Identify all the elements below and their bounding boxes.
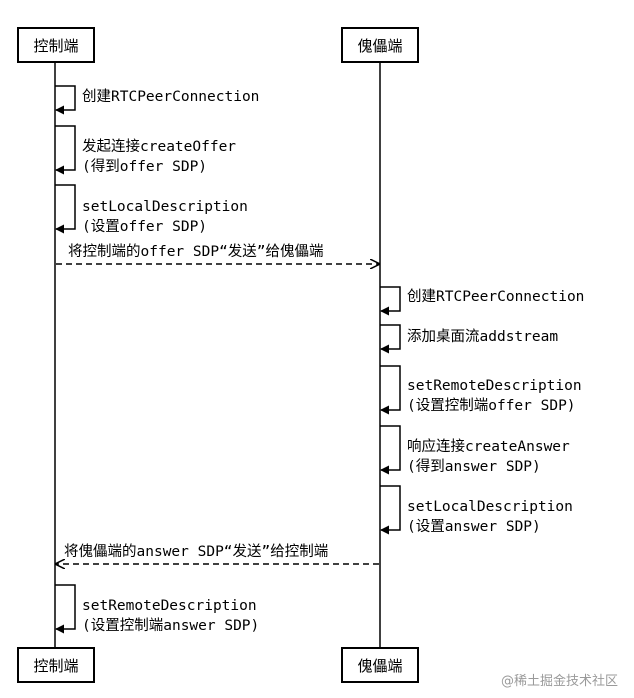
participant-right-bottom-label: 傀儡端 — [357, 657, 402, 675]
participant-left-bottom: 控制端 — [17, 647, 95, 683]
message-text: (设置控制端answer SDP) — [82, 617, 259, 634]
message-self-left-create-peer: 创建RTCPeerConnection — [55, 85, 259, 115]
message-self-left-create-offer: 发起连接createOffer (得到offer SDP) — [55, 125, 236, 175]
message-text: (得到answer SDP) — [407, 458, 541, 475]
message-text: setLocalDescription — [407, 499, 573, 515]
participant-left-bottom-label: 控制端 — [33, 657, 78, 675]
message-text: 将控制端的offer SDP“发送”给傀儡端 — [68, 243, 324, 260]
message-text: 发起连接createOffer — [82, 138, 236, 155]
message-self-left-set-local: setLocalDescription (设置offer SDP) — [55, 184, 248, 235]
message-text: 将傀儡端的answer SDP“发送”给控制端 — [64, 543, 328, 560]
message-self-left-set-remote: setRemoteDescription (设置控制端answer SDP) — [55, 584, 259, 634]
message-text: 创建RTCPeerConnection — [82, 88, 259, 105]
participant-left-top: 控制端 — [17, 27, 95, 63]
participant-right-top-label: 傀儡端 — [357, 37, 402, 55]
message-text: (设置offer SDP) — [82, 218, 207, 235]
message-self-right-create-answer: 响应连接createAnswer (得到answer SDP) — [380, 425, 570, 475]
participant-left-top-label: 控制端 — [33, 37, 78, 55]
message-text: (得到offer SDP) — [82, 158, 207, 175]
message-self-right-create-peer: 创建RTCPeerConnection — [380, 286, 584, 316]
message-self-right-set-remote: setRemoteDescription (设置控制端offer SDP) — [380, 365, 582, 415]
message-offer-send: 将控制端的offer SDP“发送”给傀儡端 — [56, 243, 379, 264]
message-text: 添加桌面流addstream — [407, 328, 558, 345]
message-answer-send: 将傀儡端的answer SDP“发送”给控制端 — [56, 543, 379, 564]
message-text: 创建RTCPeerConnection — [407, 288, 584, 305]
message-text: setRemoteDescription — [407, 378, 582, 394]
message-text: 响应连接createAnswer — [407, 437, 570, 455]
message-text: setLocalDescription — [82, 199, 248, 215]
message-self-right-set-local: setLocalDescription (设置answer SDP) — [380, 485, 573, 535]
watermark: @稀土掘金技术社区 — [501, 673, 618, 689]
message-text: (设置answer SDP) — [407, 518, 541, 535]
message-text: (设置控制端offer SDP) — [407, 397, 576, 414]
participant-right-bottom: 傀儡端 — [341, 647, 419, 683]
message-self-right-add-stream: 添加桌面流addstream — [380, 324, 558, 354]
message-text: setRemoteDescription — [82, 598, 257, 614]
participant-right-top: 傀儡端 — [341, 27, 419, 63]
